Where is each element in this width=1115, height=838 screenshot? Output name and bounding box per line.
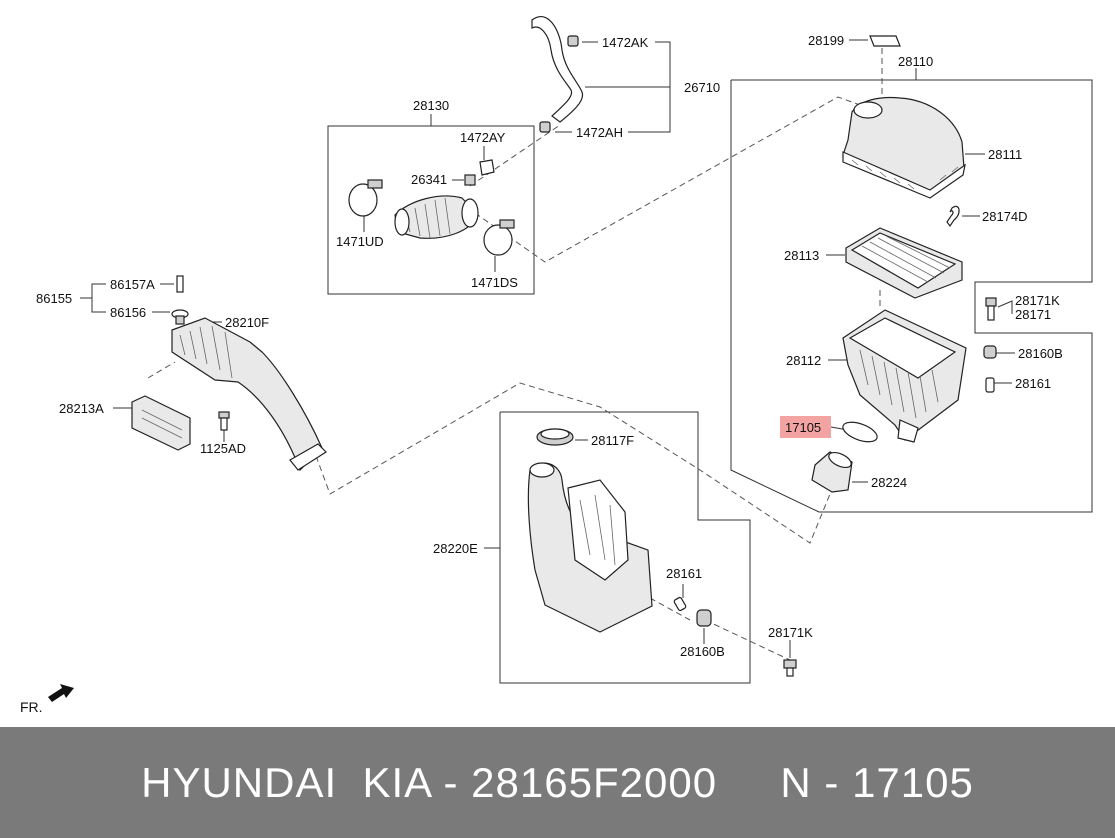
label-1125AD: 1125AD <box>200 441 246 456</box>
connection-line-28160B <box>704 619 791 661</box>
clip-28174D <box>946 205 960 228</box>
air-duct-28224 <box>811 451 853 493</box>
resonator-28220E <box>527 462 653 633</box>
bolt-1125AD <box>218 411 230 431</box>
grommet-28160B-top <box>983 345 997 359</box>
bushing-28161-bot <box>673 596 687 612</box>
label-fr: FR. <box>20 699 43 715</box>
parts-diagram: 28199 28110 1472AK 26710 1472AH 28130 14… <box>20 16 1093 715</box>
bracket-28213A <box>131 395 191 451</box>
breather-hose-26710 <box>531 16 584 133</box>
label-1472AK: 1472AK <box>602 35 649 50</box>
label-26341: 26341 <box>411 172 447 187</box>
bolt-28171K-top <box>985 297 997 321</box>
filter-element-28113 <box>845 227 963 299</box>
connection-line-resonator <box>474 96 861 263</box>
label-28110: 28110 <box>898 54 933 69</box>
label-28111: 28111 <box>988 147 1022 162</box>
leader-86155-b <box>91 298 106 313</box>
part-number-caption: HYUNDAI KIA - 28165F2000 N - 17105 <box>141 759 974 806</box>
label-28213A: 28213A <box>59 401 104 416</box>
grommet-28117F <box>536 428 574 446</box>
grommet-86156 <box>171 309 189 325</box>
label-28160B-bot: 28160B <box>680 644 725 659</box>
group-box-28110 <box>730 79 1093 513</box>
label-1472AH: 1472AH <box>576 125 623 140</box>
highlight-17105 <box>780 416 831 438</box>
bushing-28161-top <box>985 377 995 393</box>
sticker-28199 <box>869 35 901 47</box>
label-86156: 86156 <box>110 305 146 320</box>
label-28171: 28171 <box>1015 307 1051 322</box>
label-28171K-top: 28171K <box>1015 293 1060 308</box>
bolt-28171K-bot <box>783 659 797 677</box>
pin-86157A <box>176 275 184 293</box>
label-28224: 28224 <box>871 475 907 490</box>
label-28161-top: 28161 <box>1015 376 1051 391</box>
label-86155: 86155 <box>36 291 72 306</box>
label-1471DS: 1471DS <box>471 275 518 290</box>
label-28161-bot: 28161 <box>666 566 702 581</box>
front-arrow-icon <box>48 684 74 702</box>
label-28210F: 28210F <box>225 315 269 330</box>
label-1472AY: 1472AY <box>460 130 506 145</box>
footer-bar: HYUNDAI KIA - 28165F2000 N - 17105 <box>0 727 1115 838</box>
grommet-28160B-bot <box>696 609 712 627</box>
label-28130: 28130 <box>413 98 449 113</box>
leader-28171K-top <box>997 300 1013 314</box>
label-1471UD: 1471UD <box>336 234 384 249</box>
connection-line-grommet <box>147 361 176 379</box>
label-28171K-bot: 28171K <box>768 625 813 640</box>
label-28113: 28113 <box>784 248 819 263</box>
air-cleaner-cover-28111 <box>842 96 966 199</box>
label-26710: 26710 <box>684 80 720 95</box>
connection-line-28161 <box>649 597 691 621</box>
intake-duct-28210F <box>171 317 327 472</box>
label-28174D: 28174D <box>982 209 1028 224</box>
leader-86155 <box>80 283 106 299</box>
connection-line-hose <box>469 124 561 187</box>
air-cleaner-body-28112 <box>842 309 967 443</box>
label-28220E: 28220E <box>433 541 478 556</box>
label-17105: 17105 <box>785 420 821 435</box>
label-28112: 28112 <box>786 353 821 368</box>
connection-line-intake <box>315 382 831 544</box>
label-28199: 28199 <box>808 33 844 48</box>
resonator-hose-28130 <box>348 159 515 256</box>
label-86157A: 86157A <box>110 277 155 292</box>
gasket-17105 <box>842 421 878 443</box>
label-28160B-top: 28160B <box>1018 346 1063 361</box>
label-28117F: 28117F <box>591 433 634 448</box>
group-box-28220E <box>499 411 751 684</box>
